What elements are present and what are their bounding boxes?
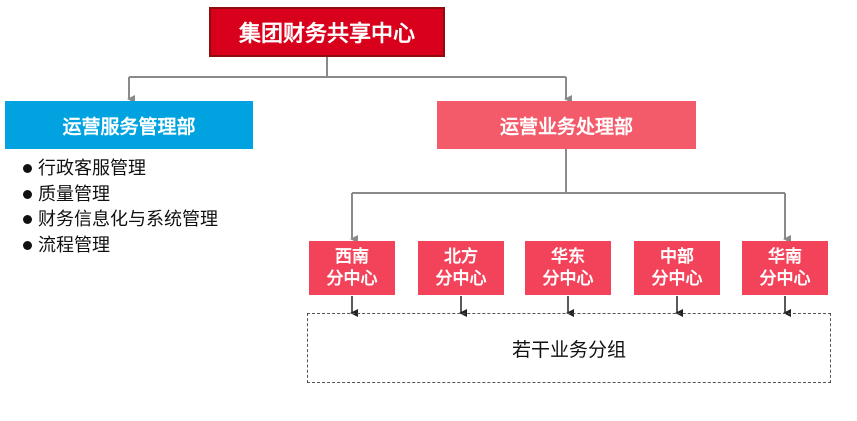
- sub-center-north: 北方 分中心: [418, 241, 504, 295]
- root-node: 集团财务共享中心: [209, 7, 445, 57]
- left-dept-duties-list: 行政客服管理 质量管理 财务信息化与系统管理 流程管理: [20, 156, 218, 258]
- sub-center-line2: 分中心: [542, 269, 594, 289]
- sub-center-line2: 分中心: [651, 269, 703, 289]
- sub-center-south: 华南 分中心: [742, 241, 828, 295]
- duty-item: 财务信息化与系统管理: [20, 207, 218, 233]
- sub-center-line1: 华南: [768, 247, 802, 267]
- sub-center-line2: 分中心: [435, 269, 487, 289]
- business-groups-box: 若干业务分组: [307, 313, 831, 383]
- right-dept-title: 运营业务处理部: [499, 115, 633, 138]
- left-dept-node: 运营服务管理部: [5, 101, 253, 149]
- business-groups-label: 若干业务分组: [511, 338, 626, 361]
- sub-center-line1: 北方: [444, 247, 478, 267]
- sub-center-line1: 华东: [551, 247, 585, 267]
- sub-center-line2: 分中心: [759, 269, 811, 289]
- sub-center-line2: 分中心: [326, 269, 378, 289]
- sub-center-southwest: 西南 分中心: [309, 241, 395, 295]
- sub-center-line1: 中部: [660, 247, 694, 267]
- duty-item: 质量管理: [20, 182, 218, 208]
- left-dept-title: 运营服务管理部: [62, 115, 196, 138]
- sub-center-east: 华东 分中心: [525, 241, 611, 295]
- sub-center-central: 中部 分中心: [634, 241, 720, 295]
- duty-item: 行政客服管理: [20, 156, 218, 182]
- duty-item: 流程管理: [20, 233, 218, 259]
- sub-center-line1: 西南: [335, 247, 369, 267]
- right-dept-node: 运营业务处理部: [437, 101, 696, 149]
- root-title: 集团财务共享中心: [238, 22, 415, 47]
